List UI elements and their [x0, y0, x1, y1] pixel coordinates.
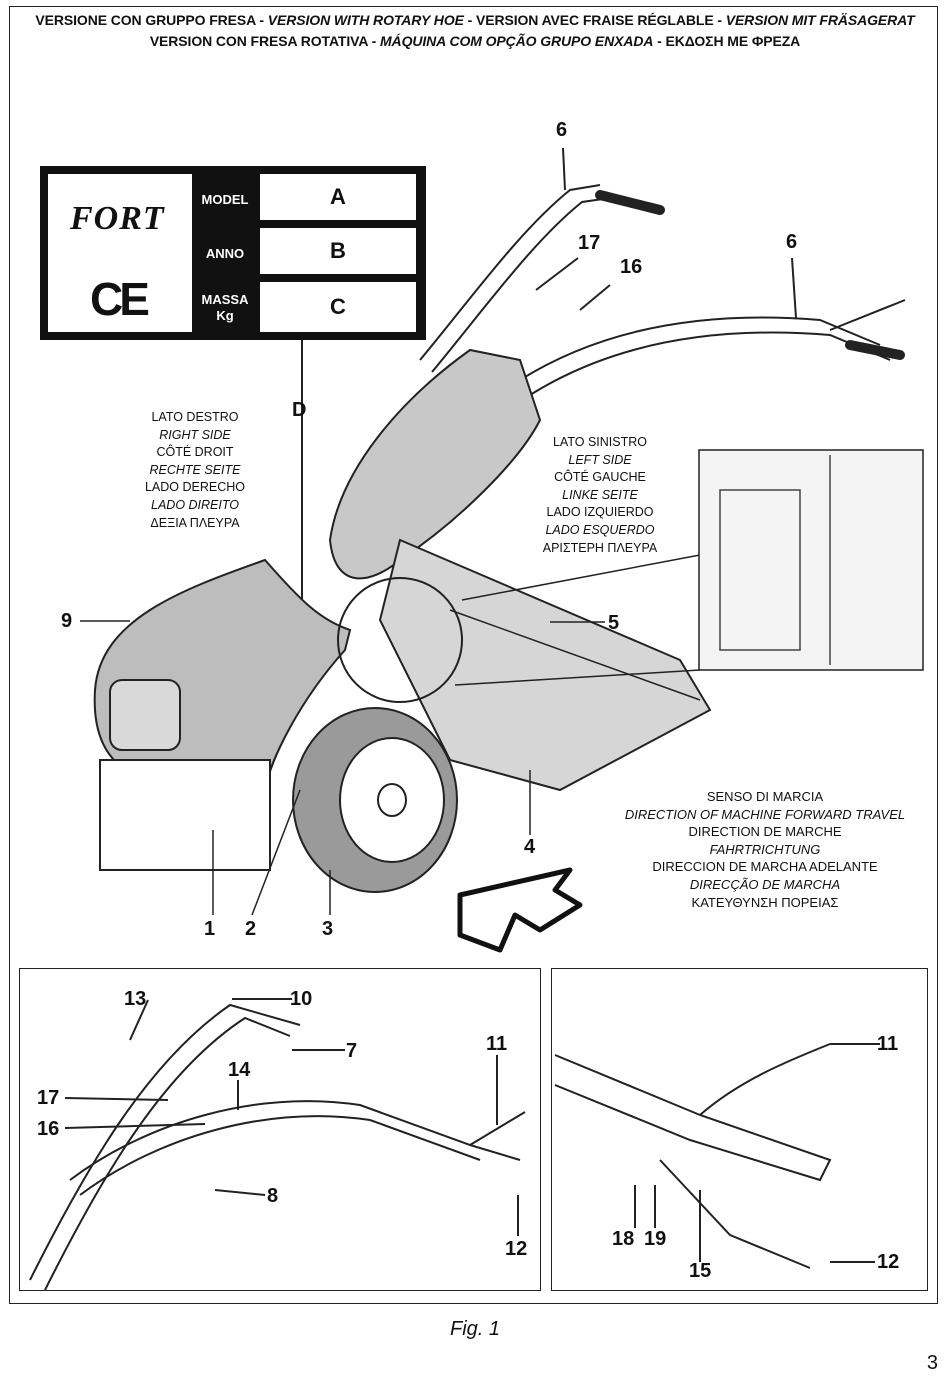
- callout-4: 4: [524, 836, 536, 858]
- callout-11-right: 11: [877, 1033, 899, 1055]
- callout-8: 8: [267, 1185, 279, 1207]
- callout-18: 18: [612, 1228, 635, 1250]
- figure-caption: Fig. 1: [449, 1318, 501, 1340]
- callout-d: D: [292, 399, 307, 421]
- plate-label-anno: ANNO: [205, 246, 245, 261]
- plate-value-massa: C: [330, 294, 346, 319]
- callout-13: 13: [124, 988, 147, 1010]
- header-line-2: VERSION CON FRESA ROTATIVA - MÁQUINA COM…: [149, 33, 801, 49]
- page-number: 3: [926, 1352, 938, 1374]
- ce-mark-icon: CE: [90, 273, 150, 325]
- callout-2: 2: [245, 918, 257, 940]
- callout-15: 15: [689, 1260, 712, 1282]
- callout-5: 5: [608, 612, 620, 634]
- callout-19: 19: [644, 1228, 667, 1250]
- plate-label-model: MODEL: [201, 192, 249, 207]
- fort-logo: FORT: [70, 200, 165, 237]
- header-line-1: VERSIONE CON GRUPPO FRESA - VERSION WITH…: [35, 12, 915, 28]
- callout-6-top: 6: [556, 119, 568, 141]
- plate-value-box-massa: C: [260, 282, 416, 332]
- callout-16-detail: 16: [37, 1118, 60, 1140]
- callout-3: 3: [322, 918, 334, 940]
- plate-value-box-anno: B: [260, 228, 416, 274]
- callout-12-left: 12: [505, 1238, 528, 1260]
- callout-17: 17: [578, 232, 601, 254]
- identification-plate: FORT CE MODEL A ANNO B MASSA Kg C: [40, 166, 426, 340]
- plate-logo-area: FORT CE: [48, 174, 192, 332]
- callout-16: 16: [620, 256, 643, 278]
- plate-value-box-model: A: [260, 174, 416, 220]
- callout-7: 7: [346, 1040, 358, 1062]
- callout-1: 1: [204, 918, 216, 940]
- left-side-label: LATO SINISTRO LEFT SIDE CÔTÉ GAUCHE LINK…: [542, 435, 658, 555]
- callout-12-right: 12: [877, 1251, 900, 1273]
- callout-14: 14: [228, 1059, 251, 1081]
- plate-value-model: A: [330, 184, 346, 209]
- callout-11-left: 11: [486, 1033, 508, 1055]
- detail-figure-grip: [551, 968, 928, 1291]
- plate-value-anno: B: [330, 238, 346, 263]
- detail-figure-handlebar: [19, 968, 541, 1291]
- plate-label-massa: MASSA Kg: [201, 292, 249, 323]
- callout-10: 10: [290, 988, 313, 1010]
- callout-17-detail: 17: [37, 1087, 60, 1109]
- direction-of-travel-label: SENSO DI MARCIA DIRECTION OF MACHINE FOR…: [624, 789, 906, 910]
- callout-6-right: 6: [786, 231, 798, 253]
- right-side-label: LATO DESTRO RIGHT SIDE CÔTÉ DROIT RECHTE…: [144, 410, 246, 530]
- page-frame: [9, 6, 938, 1304]
- callout-9: 9: [61, 610, 73, 632]
